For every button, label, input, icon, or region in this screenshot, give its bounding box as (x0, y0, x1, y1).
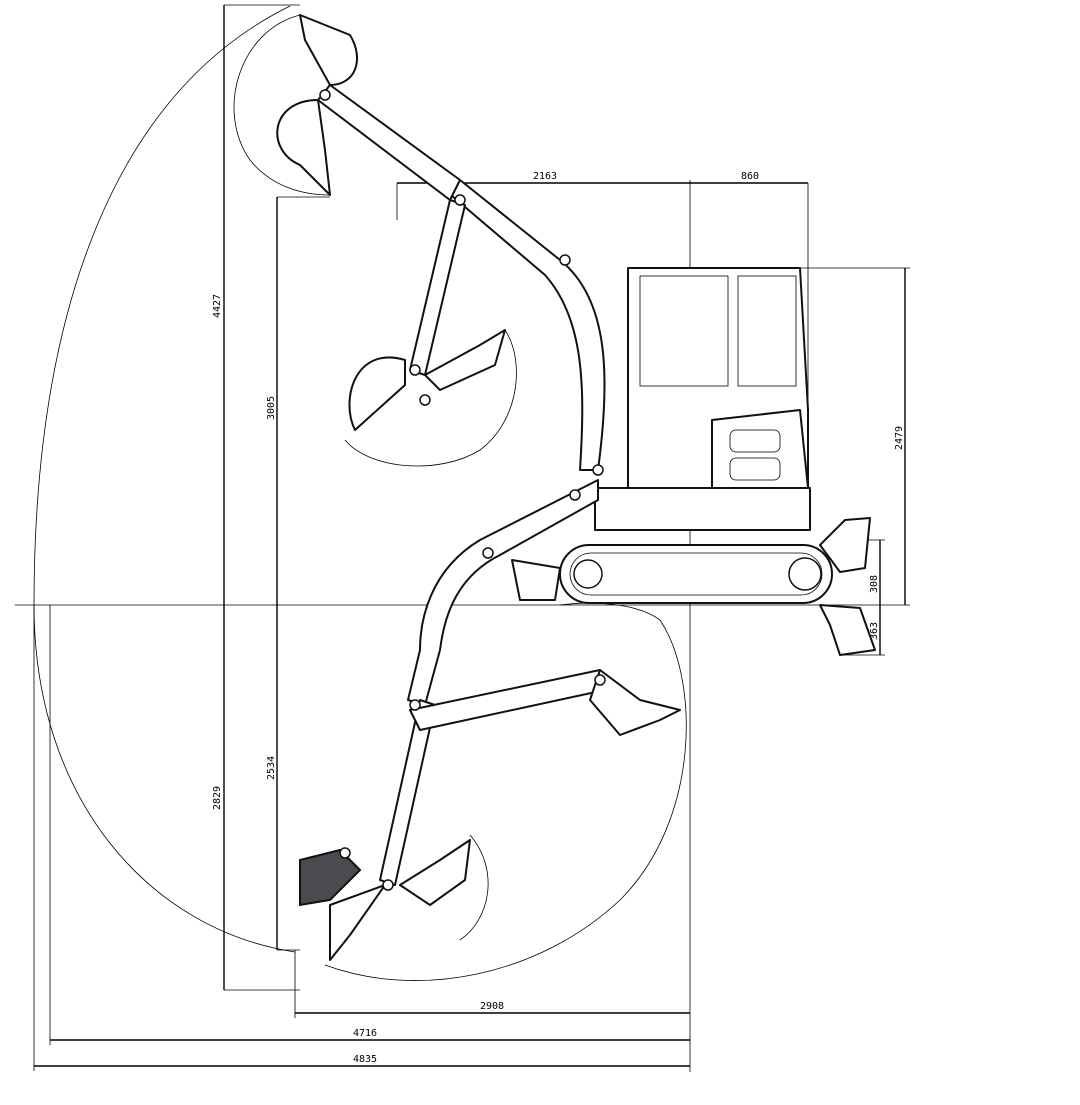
dozer-blade-front (511, 559, 561, 601)
dim-label-4427: 4427 (212, 294, 223, 318)
pivot-pins (319, 89, 606, 891)
upper-frame (594, 487, 811, 531)
dim-label-308: 308 (869, 575, 880, 593)
dig-arc-low (324, 602, 687, 981)
drive-sprocket (788, 557, 822, 591)
dim-label-860: 860 (741, 171, 759, 182)
bucket-top (276, 99, 331, 196)
track-inner (569, 552, 823, 596)
idler-wheel (573, 559, 603, 589)
bucket-mid (348, 356, 406, 431)
bucket-arc-bottom (459, 834, 489, 941)
dim-label-2829: 2829 (212, 786, 223, 810)
dim-label-2479: 2479 (894, 426, 905, 450)
bucket-arc-top (233, 14, 331, 196)
dim-label-4835: 4835 (353, 1054, 377, 1065)
bucket-low-side (329, 884, 386, 961)
dozer-blade-raised (819, 517, 871, 573)
dim-label-2908: 2908 (480, 1001, 504, 1012)
dim-label-2534: 2534 (266, 756, 277, 780)
vent-grille (729, 457, 781, 481)
bucket-mid-dump (424, 329, 506, 391)
dim-label-3005: 3005 (266, 396, 277, 420)
arm-low-extended (409, 669, 606, 731)
arm-low (379, 699, 436, 886)
engine-cover (711, 409, 809, 489)
bucket-top-curled (299, 14, 359, 86)
arm-mid (409, 199, 466, 376)
vent-grille (729, 429, 781, 453)
dim-label-363: 363 (869, 622, 880, 640)
cab-window-front (639, 275, 729, 387)
dim-label-4716: 4716 (353, 1028, 377, 1039)
bucket-low-dump (589, 669, 681, 736)
bucket-low-curl (399, 839, 471, 906)
bucket-arc-mid (344, 329, 517, 467)
max-reach-envelope-arc (33, 5, 296, 953)
boom-high (444, 179, 606, 471)
bucket-digging (299, 848, 362, 907)
arm-high (317, 84, 461, 201)
dozer-blade-lowered (819, 604, 876, 656)
cab-window-side (737, 275, 797, 387)
dim-label-2163: 2163 (533, 171, 557, 182)
